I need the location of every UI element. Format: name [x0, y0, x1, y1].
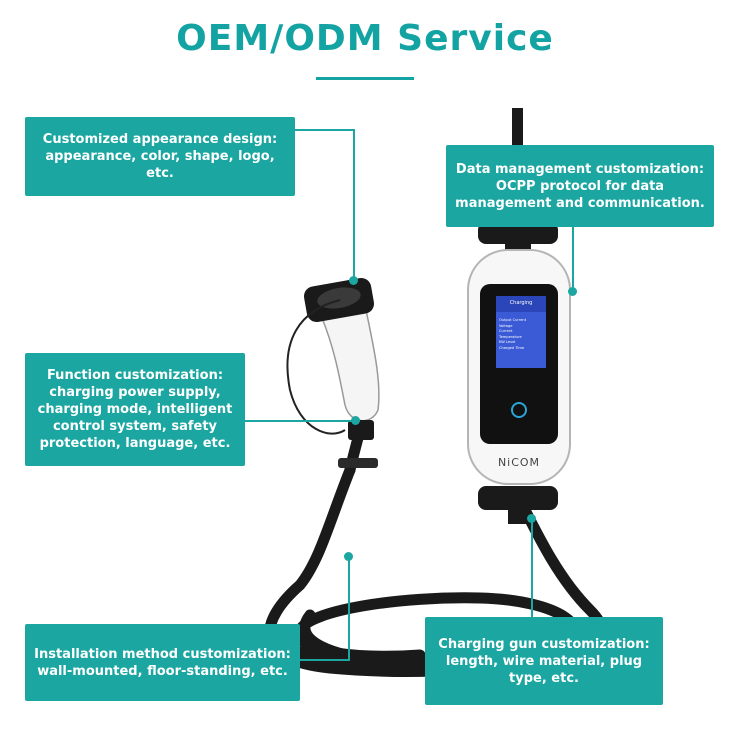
callout-text: management and communication.: [455, 195, 705, 211]
callout-charging-gun: Charging gun customization: length, wire…: [425, 617, 663, 705]
connector-dot: [344, 552, 353, 561]
callout-installation: Installation method customization: wall-…: [25, 624, 300, 701]
title-underline: [316, 77, 414, 80]
page-title: OEM/ODM Service: [176, 18, 554, 59]
callout-text: charging mode, intelligent: [37, 402, 233, 417]
connector-line: [348, 556, 350, 661]
connector-line: [531, 518, 533, 620]
callout-text: type, etc.: [509, 670, 579, 686]
callout-heading: Installation method customization:: [34, 646, 291, 662]
connector-dot: [349, 276, 358, 285]
callout-appearance: Customized appearance design: appearance…: [25, 117, 295, 196]
callout-text: charging power supply,: [49, 385, 221, 400]
callout-text: wall-mounted, floor-standing, etc.: [37, 663, 288, 679]
callout-heading: Function customization:: [46, 368, 224, 383]
callout-text: OCPP protocol for data: [495, 178, 665, 194]
screen-row: Temperature: [499, 334, 522, 339]
callout-heading: Data management customization:: [455, 161, 705, 177]
connector-dot: [527, 514, 536, 523]
connector-dot: [351, 416, 360, 425]
screen-row: Output Current: [499, 318, 527, 322]
connector-line: [300, 659, 350, 661]
screen-row: Current: [499, 329, 513, 333]
callout-heading: Customized appearance design:: [42, 132, 278, 147]
brand-logo: NiCOM: [497, 456, 541, 469]
screen-row: Charged Time: [499, 345, 525, 350]
callout-heading: Charging gun customization:: [438, 636, 650, 652]
connector-line: [245, 420, 355, 422]
connector-line: [295, 129, 355, 131]
screen-row: Voltage: [499, 323, 513, 328]
connector-line: [572, 227, 574, 291]
screen-row: KW Level: [499, 340, 516, 344]
screen-title: Charging: [509, 300, 533, 306]
connector-dot: [568, 287, 577, 296]
connector-line: [353, 129, 355, 281]
callout-text: length, wire material, plug: [445, 653, 643, 669]
callout-text: control system, safety: [52, 419, 218, 434]
screen-rows: Output Current Voltage Current Temperatu…: [499, 318, 545, 351]
callout-text: appearance, color, shape, logo, etc.: [45, 149, 275, 181]
callout-data-management: Data management customization: OCPP prot…: [446, 145, 714, 227]
callout-function: Function customization: charging power s…: [25, 353, 245, 466]
callout-text: protection, language, etc.: [39, 436, 231, 451]
charging-gun: [286, 277, 380, 468]
